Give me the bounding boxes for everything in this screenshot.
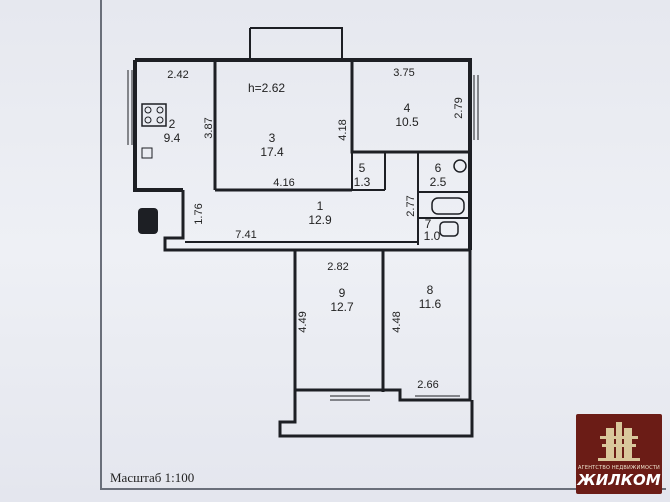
entrance-marker-icon <box>138 208 158 234</box>
room-2-id: 2 <box>169 117 176 131</box>
logo-tagline: АГЕНТСТВО НЕДВИЖИМОСТИ <box>577 465 660 471</box>
room-7-id: 7 <box>425 217 432 231</box>
dim-hall-length: 7.41 <box>235 229 256 241</box>
room-8-id: 8 <box>427 283 434 297</box>
room-7-area: 1.0 <box>424 229 441 243</box>
dim-room3-width: 4.16 <box>273 177 294 189</box>
logo-name: ЖИЛКОМ <box>577 471 661 489</box>
dim-room8-width: 2.66 <box>417 379 438 391</box>
dim-room9-width: 2.82 <box>327 261 348 273</box>
room-2-area: 9.4 <box>164 131 181 145</box>
dim-corridor-depth: 2.77 <box>405 195 417 216</box>
ceiling-height: h=2.62 <box>248 81 285 95</box>
dim-room8-depth: 4.48 <box>391 311 403 332</box>
scale-label: Масштаб 1:100 <box>110 470 195 485</box>
room-4-area: 10.5 <box>395 115 419 129</box>
room-6-id: 6 <box>435 161 442 175</box>
dim-room3-depth: 4.18 <box>337 119 349 140</box>
dim-room9-depth: 4.49 <box>297 311 309 332</box>
dim-hall-depth: 1.76 <box>193 203 205 224</box>
sheet-frame <box>100 0 666 490</box>
dim-kitchen-depth: 3.87 <box>203 117 215 138</box>
room-3-id: 3 <box>269 131 276 145</box>
dim-room4-width: 3.75 <box>393 67 414 79</box>
dim-kitchen-width: 2.42 <box>167 69 188 81</box>
room-3-area: 17.4 <box>260 145 284 159</box>
room-5-id: 5 <box>359 161 366 175</box>
room-8-area: 11.6 <box>419 297 442 311</box>
room-6-area: 2.5 <box>430 175 447 189</box>
room-5-area: 1.3 <box>354 175 371 189</box>
agency-logo: АГЕНТСТВО НЕДВИЖИМОСТИ ЖИЛКОМ <box>576 414 662 494</box>
room-1-id: 1 <box>317 199 324 213</box>
building-logo-icon <box>598 422 640 461</box>
room-9-id: 9 <box>339 286 346 300</box>
dim-room4-depth: 2.79 <box>453 97 465 118</box>
room-9-area: 12.7 <box>330 300 354 314</box>
room-1-area: 12.9 <box>308 213 332 227</box>
room-4-id: 4 <box>404 101 411 115</box>
